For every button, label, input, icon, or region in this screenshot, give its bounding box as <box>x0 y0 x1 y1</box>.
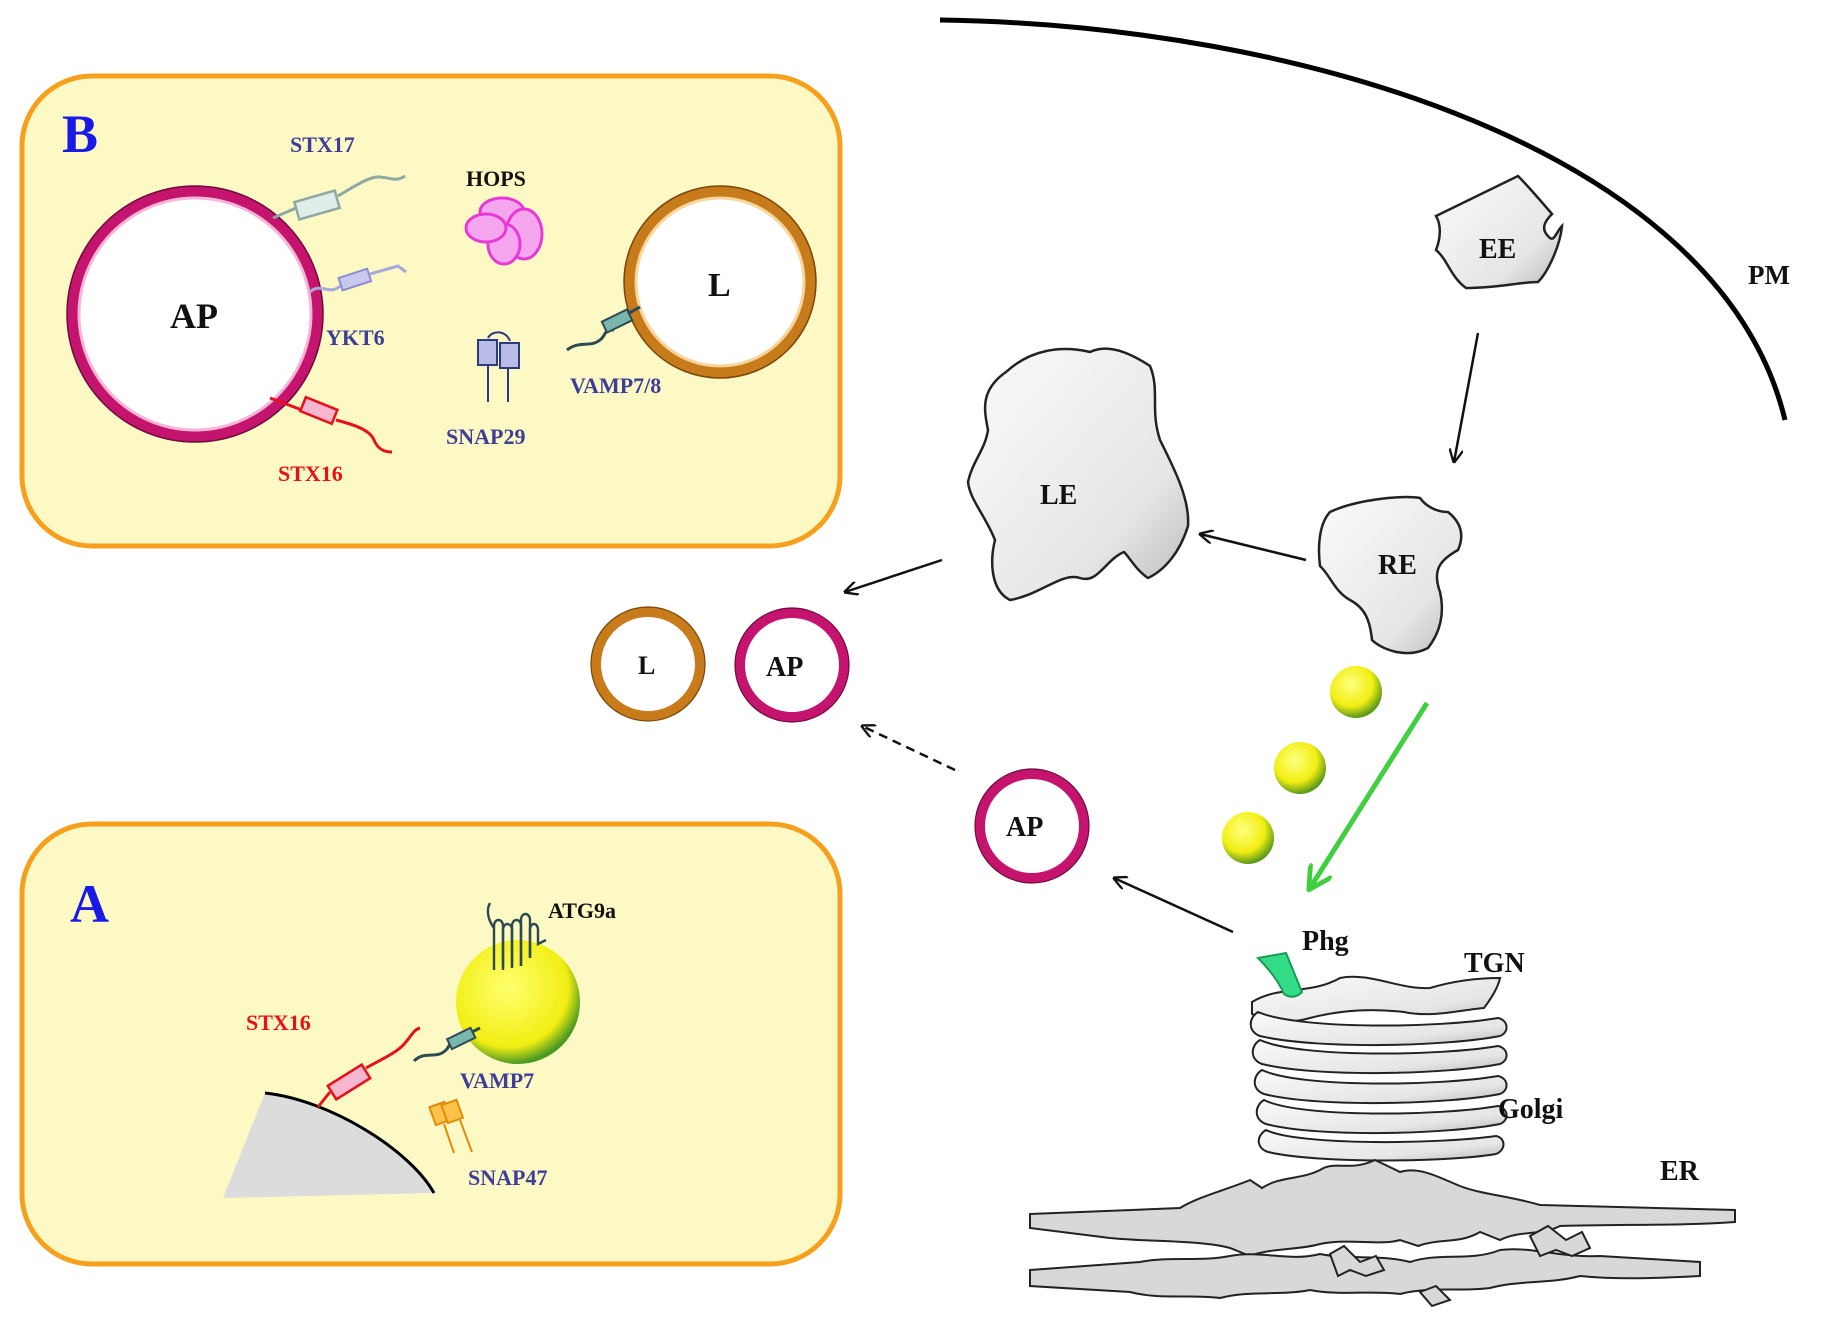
lysosome-large <box>624 186 816 378</box>
ykt6-label: YKT6 <box>326 325 385 350</box>
transport-vesicle <box>1274 742 1326 794</box>
membrane-compartment <box>223 1093 434 1198</box>
tgn-cisterna <box>1251 975 1502 1023</box>
arrow-ap-to-fusion-dashed <box>862 726 956 772</box>
atg9a-protein <box>486 902 547 970</box>
plasma-membrane <box>939 17 1788 421</box>
arrow-tgn-to-ap <box>1114 878 1234 934</box>
l-label-b: L <box>708 267 731 304</box>
autophagosome-fused <box>735 608 849 722</box>
ap-label-b: AP <box>170 296 218 336</box>
snap47-protein <box>428 1098 473 1154</box>
tgn-label: TGN <box>1464 948 1525 979</box>
stx17-label: STX17 <box>290 132 355 157</box>
arrow-le-to-fusion <box>845 558 943 592</box>
hops-label: HOPS <box>466 166 526 191</box>
stx17-protein <box>272 174 406 221</box>
ee-label: EE <box>1479 234 1516 265</box>
ap-label-single: AP <box>1006 812 1043 843</box>
ykt6-protein <box>308 264 407 294</box>
vamp7-label: VAMP7 <box>460 1068 534 1093</box>
panel-a-letter: A <box>70 874 109 934</box>
vamp78-protein <box>566 305 641 352</box>
arrow-ee-to-re <box>1454 332 1480 462</box>
panel-b: B AP STX17 YKT6 STX16 <box>19 73 843 549</box>
stx16-label-a: STX16 <box>246 1010 311 1035</box>
phagophore <box>1255 951 1304 998</box>
atg9a-label: ATG9a <box>548 898 616 923</box>
autophagosome-large <box>67 186 323 442</box>
transport-vesicle <box>1330 666 1382 718</box>
transport-vesicle <box>1222 812 1274 864</box>
golgi-label: Golgi <box>1498 1094 1564 1125</box>
stx16-label-b: STX16 <box>278 461 343 486</box>
panel-b-letter: B <box>62 104 98 164</box>
phg-label: Phg <box>1302 926 1349 957</box>
vamp7-protein <box>412 1026 481 1063</box>
arrow-re-to-phg <box>1310 701 1430 888</box>
endoplasmic-reticulum <box>1029 1158 1736 1308</box>
atg9a-vesicle <box>456 940 580 1064</box>
snap47-label: SNAP47 <box>468 1165 547 1190</box>
panel-a: A STX16 ATG9a VAMP7 <box>19 821 843 1267</box>
snap29-protein <box>477 331 520 402</box>
ap-label-fused: AP <box>766 652 803 683</box>
golgi-stack <box>1249 975 1508 1162</box>
hops-complex <box>464 196 544 266</box>
lysosome-fused <box>591 607 705 721</box>
early-endosome <box>1434 174 1564 290</box>
arrow-re-to-le <box>1200 534 1307 562</box>
l-label-fused: L <box>638 651 655 680</box>
snap29-label: SNAP29 <box>446 424 525 449</box>
late-endosome <box>966 347 1190 602</box>
autophagosome-single <box>975 769 1089 883</box>
er-label: ER <box>1660 1156 1700 1187</box>
pm-label: PM <box>1748 260 1790 290</box>
panel-a-box <box>19 821 843 1267</box>
le-label: LE <box>1040 480 1077 511</box>
vamp78-label: VAMP7/8 <box>570 373 661 398</box>
stx16-protein-b <box>269 395 393 454</box>
stx16-protein-a <box>316 1026 421 1108</box>
recycling-endosome <box>1317 495 1463 655</box>
re-label: RE <box>1378 550 1417 581</box>
